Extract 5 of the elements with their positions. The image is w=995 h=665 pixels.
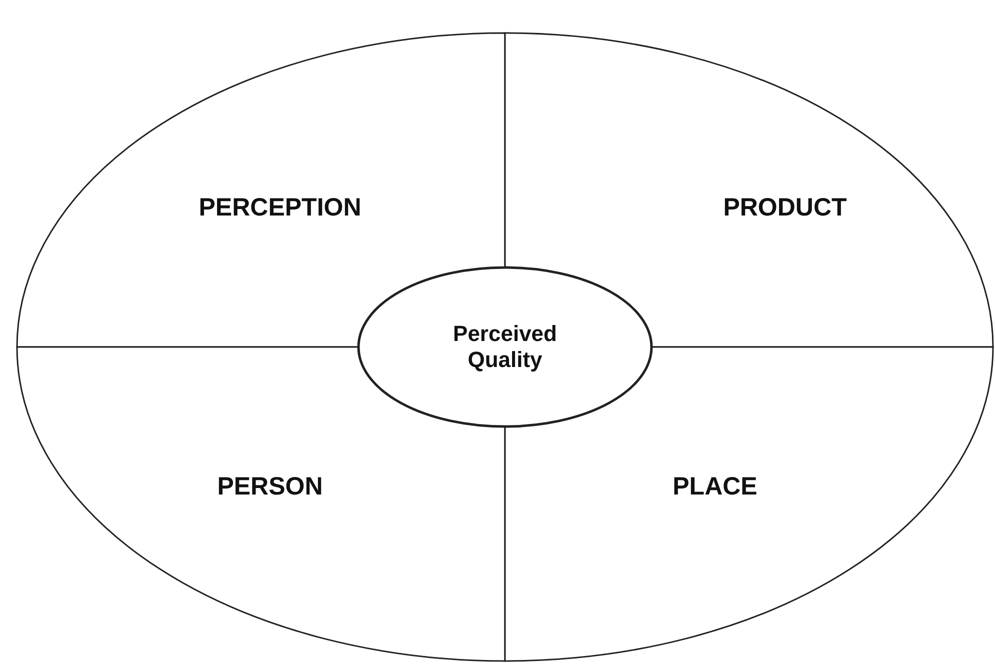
segment-label: PLACE xyxy=(672,472,758,502)
segment-label: PERSON xyxy=(217,472,323,502)
segment-label: PRODUCT xyxy=(723,194,847,222)
center-label: Perceived Quality xyxy=(452,321,558,373)
segment-label: PERCEPTION xyxy=(198,194,362,222)
